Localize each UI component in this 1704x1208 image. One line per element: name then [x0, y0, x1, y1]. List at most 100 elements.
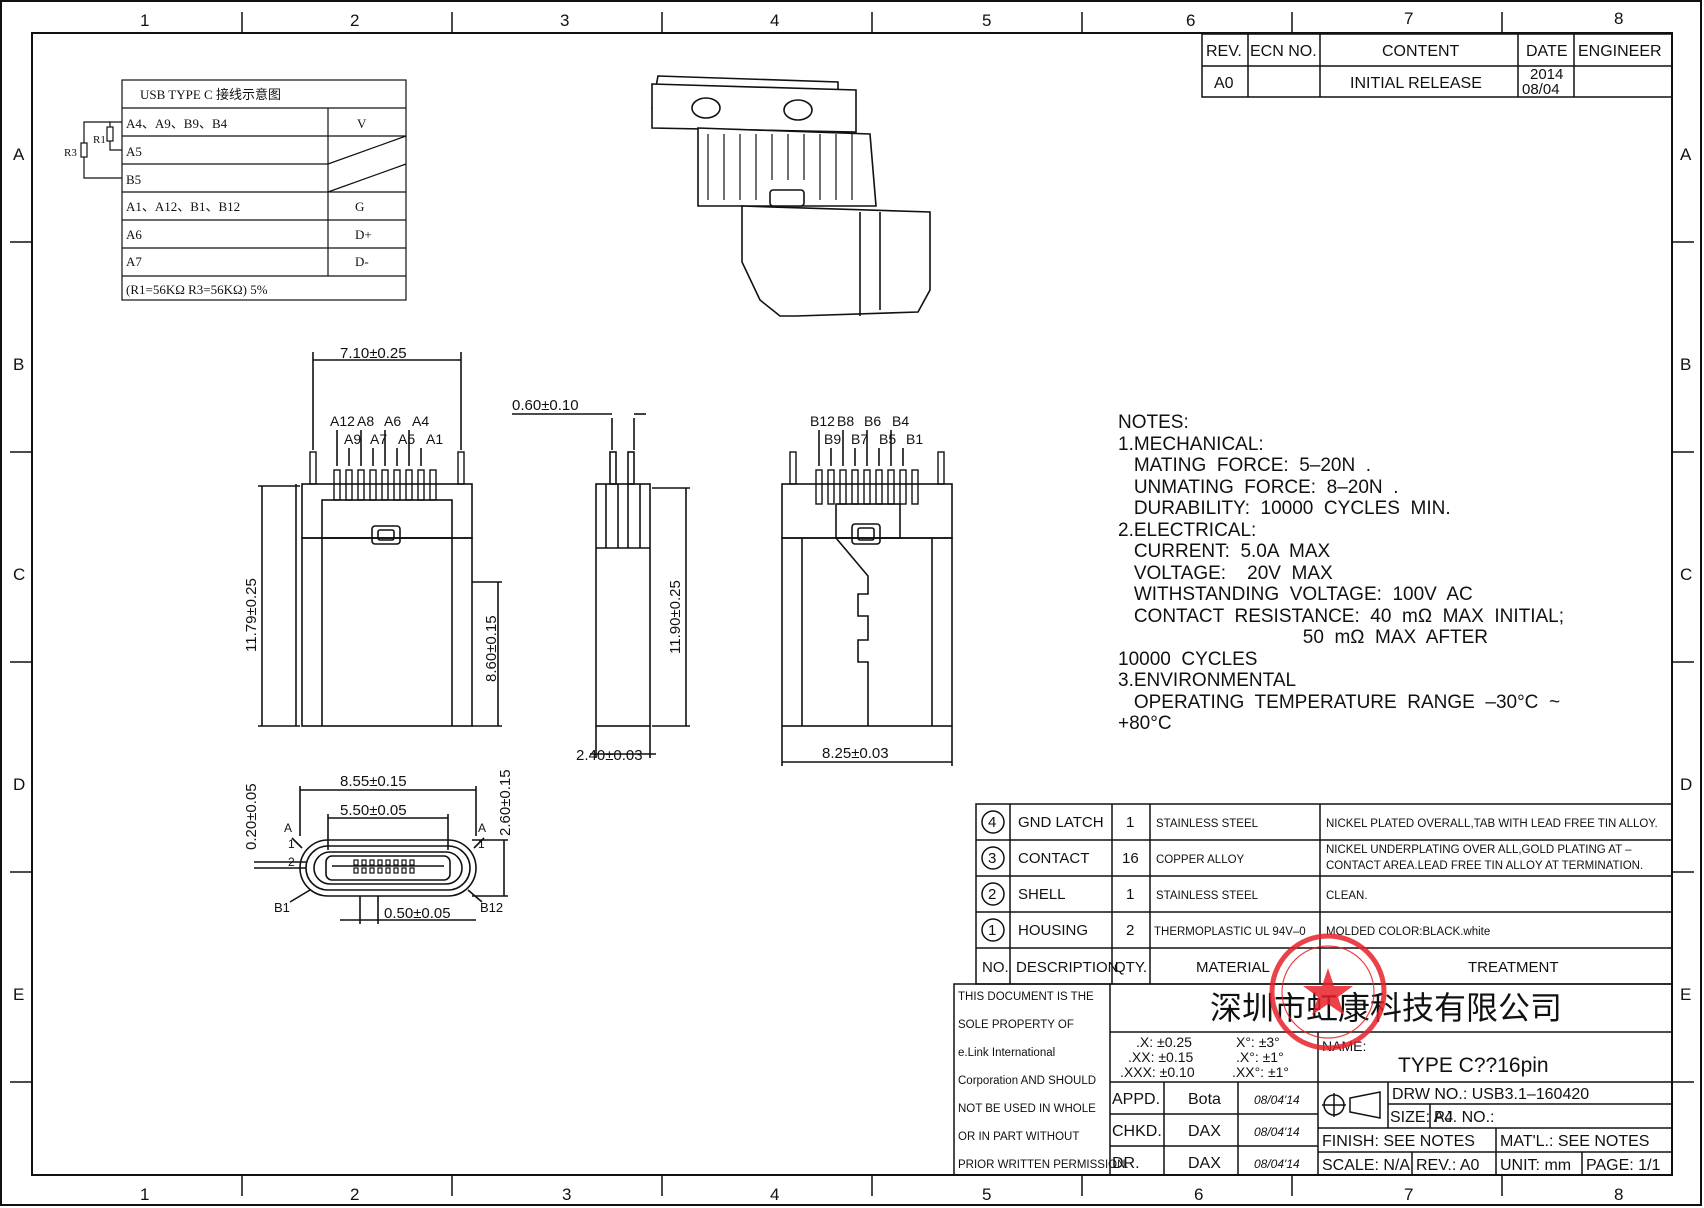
bom-desc: CONTACT: [1018, 850, 1089, 867]
property-line: e.Link International: [958, 1047, 1055, 1059]
row-label: D: [13, 775, 25, 794]
bom-treatment: CLEAN.: [1326, 890, 1368, 902]
pin-label: A1: [426, 431, 443, 447]
bom-table: [975, 803, 1673, 985]
col-label: 5: [982, 1185, 991, 1204]
note-line: OPERATING TEMPERATURE RANGE –30°C ~: [1118, 692, 1560, 713]
col-label: 2: [350, 1185, 359, 1204]
note-line: VOLTAGE: 20V MAX: [1118, 563, 1333, 584]
note-line: CONTACT RESISTANCE: 40 mΩ MAX INITIAL;: [1118, 606, 1564, 627]
col-label: 4: [770, 1185, 779, 1204]
end-label: A: [478, 821, 486, 835]
note-line: NOTES:: [1118, 412, 1189, 433]
finish: FINISH: SEE NOTES: [1322, 1133, 1475, 1150]
bom-desc: SHELL: [1018, 886, 1066, 903]
unit: UNIT: mm: [1500, 1157, 1571, 1174]
pin-label: A8: [357, 413, 374, 429]
note-line: UNMATING FORCE: 8–20N .: [1118, 477, 1398, 498]
row-label: C: [1680, 565, 1692, 584]
row-label: E: [13, 985, 24, 1004]
bom-material: STAINLESS STEEL: [1156, 890, 1259, 902]
dim-side-height: 11.90±0.25: [667, 580, 684, 654]
bom-no: 2: [988, 886, 996, 903]
star-icon: [1303, 968, 1353, 1015]
bom-qty: 16: [1122, 850, 1139, 867]
back-view: [781, 430, 953, 766]
wiring-signal: G: [355, 199, 364, 214]
dim-side-width: 2.40±0.03: [576, 747, 643, 764]
property-line: OR IN PART WITHOUT: [958, 1131, 1079, 1143]
col-label: 5: [982, 11, 991, 30]
wiring-signal: D+: [355, 227, 372, 242]
appd-date: 08/04'14: [1254, 1093, 1300, 1107]
bom-treatment: CONTACT AREA.LEAD FREE TIN ALLOY AT TERM…: [1326, 860, 1643, 872]
col-label: 7: [1404, 1185, 1413, 1204]
dr-date: 08/04'14: [1254, 1157, 1300, 1171]
front-view: [258, 352, 502, 727]
end-label: B1: [274, 900, 290, 915]
bom-treatment: NICKEL UNDERPLATING OVER ALL,GOLD PLATIN…: [1326, 844, 1632, 856]
pin-label: A7: [370, 431, 387, 447]
sheet-size: SIZE: A4: [1390, 1109, 1453, 1126]
col-label: 1: [140, 11, 149, 30]
rev-value: A0: [1214, 75, 1234, 92]
rev-header: REV.: [1206, 43, 1242, 60]
property-line: NOT BE USED IN WHOLE: [958, 1103, 1096, 1115]
wiring-table: [80, 79, 407, 301]
dim-back-width: 8.25±0.03: [822, 745, 889, 762]
bom-no: 3: [988, 850, 996, 867]
note-line: +80°C: [1118, 713, 1172, 734]
content-value: INITIAL RELEASE: [1350, 75, 1482, 92]
wiring-signal: D-: [355, 254, 369, 269]
bom-no: 4: [988, 814, 996, 831]
bom-qty: 2: [1126, 922, 1134, 939]
note-line: 1.MECHANICAL:: [1118, 434, 1264, 455]
wiring-pins: A5: [126, 144, 142, 159]
note-line: DURABILITY: 10000 CYCLES MIN.: [1118, 498, 1451, 519]
col-label: 3: [562, 1185, 571, 1204]
drawing-number: DRW NO.: USB3.1–160420: [1392, 1086, 1589, 1103]
pin-label: B6: [864, 413, 881, 429]
wiring-pins: B5: [126, 172, 141, 187]
bom-desc: HOUSING: [1018, 922, 1088, 939]
bom-treatment: NICKEL PLATED OVERALL,TAB WITH LEAD FREE…: [1326, 818, 1658, 830]
dim-end-outer: 8.55±0.15: [340, 773, 407, 790]
inner-frame: [31, 32, 1673, 1176]
bom-header: TREATMENT: [1468, 959, 1559, 976]
pin-label: A5: [398, 431, 415, 447]
company-seal: [1269, 933, 1387, 1051]
pin-label: A12: [330, 413, 355, 429]
dr-value: DAX: [1188, 1155, 1221, 1172]
project-number: PJ. NO.:: [1434, 1109, 1494, 1126]
tolerance: X°: ±3°: [1236, 1034, 1280, 1050]
property-line: PRIOR WRITTEN PERMISSION.: [958, 1159, 1129, 1171]
pin-label: B8: [837, 413, 854, 429]
side-view: [512, 413, 690, 758]
end-label: 1: [288, 837, 295, 851]
row-label: B: [1680, 355, 1691, 374]
revision-table: [1201, 33, 1673, 98]
bom-header: DESCRIPTION: [1016, 959, 1119, 976]
row-label: A: [13, 145, 25, 164]
tolerance: .XX°: ±1°: [1232, 1064, 1289, 1080]
chkd-value: DAX: [1188, 1123, 1221, 1140]
date-value-day: 08/04: [1522, 81, 1560, 98]
row-label: C: [13, 565, 25, 584]
wiring-note: (R1=56KΩ R3=56KΩ) 5%: [126, 282, 268, 297]
col-label: 7: [1404, 9, 1413, 28]
property-line: THIS DOCUMENT IS THE: [958, 991, 1094, 1003]
row-label: A: [1680, 145, 1692, 164]
bom-header: MATERIAL: [1196, 959, 1270, 976]
revision: REV.: A0: [1416, 1157, 1480, 1174]
note-line: WITHSTANDING VOLTAGE: 100V AC: [1118, 584, 1473, 605]
note-line: 2.ELECTRICAL:: [1118, 520, 1256, 541]
col-label: 6: [1186, 11, 1195, 30]
chkd-date: 08/04'14: [1254, 1125, 1300, 1139]
note-line: 3.ENVIRONMENTAL: [1118, 670, 1296, 691]
col-label: 2: [350, 11, 359, 30]
dim-front-height: 11.79±0.25: [243, 578, 260, 652]
pin-label: A9: [344, 431, 361, 447]
wiring-pins: A1、A12、B1、B12: [126, 199, 240, 214]
